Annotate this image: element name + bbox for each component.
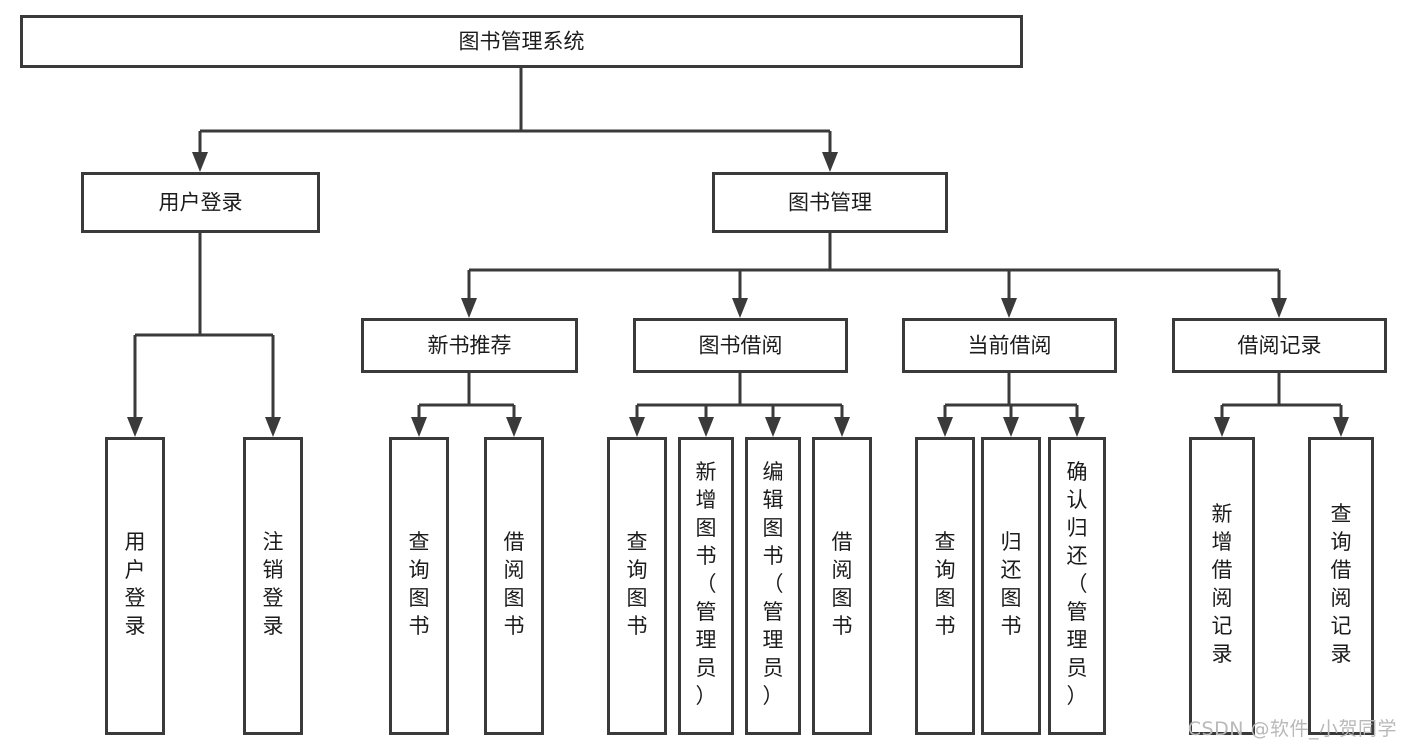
node-leaf-query-book-3[interactable]: 查询图书	[915, 437, 975, 735]
node-label-new-book-rec: 新书推荐	[428, 334, 512, 358]
node-label-root: 图书管理系统	[459, 30, 585, 54]
node-leaf-borrow-book-2[interactable]: 借阅图书	[812, 437, 872, 735]
node-label-leaf-borrow-book-1: 借阅图书	[504, 530, 525, 638]
node-leaf-add-record[interactable]: 新增借阅记录	[1189, 437, 1255, 735]
node-box-leaf-logout[interactable]	[243, 437, 303, 735]
node-box-leaf-return-book[interactable]	[981, 437, 1041, 735]
node-label-leaf-query-book-3: 查询图书	[935, 530, 956, 638]
arrow-head-icon	[629, 417, 645, 437]
arrow-head-icon	[192, 152, 208, 172]
node-label-leaf-add-book: 新增图书（管理员）	[696, 460, 717, 708]
node-user-login[interactable]: 用户登录	[81, 172, 320, 233]
node-leaf-user-login[interactable]: 用户登录	[105, 437, 165, 735]
node-box-leaf-add-record[interactable]	[1189, 437, 1255, 735]
node-label-leaf-logout: 注销登录	[263, 530, 284, 638]
node-label-book-manage: 图书管理	[788, 191, 872, 215]
node-box-leaf-borrow-book-1[interactable]	[484, 437, 544, 735]
node-book-borrow[interactable]: 图书借阅	[633, 318, 848, 373]
arrow-head-icon	[411, 417, 427, 437]
node-leaf-edit-book[interactable]: 编辑图书（管理员）	[745, 437, 801, 735]
node-label-leaf-user-login: 用户登录	[125, 530, 146, 638]
arrow-head-icon	[1069, 417, 1085, 437]
edge-group-book-borrow-to-leaves	[629, 373, 850, 437]
arrow-head-icon	[937, 417, 953, 437]
node-book-manage[interactable]: 图书管理	[712, 172, 948, 233]
node-leaf-add-book[interactable]: 新增图书（管理员）	[678, 437, 734, 735]
arrow-head-icon	[461, 298, 477, 318]
node-box-current-borrow[interactable]	[902, 318, 1117, 373]
node-label-leaf-query-book-2: 查询图书	[627, 530, 648, 638]
node-box-leaf-query-record[interactable]	[1308, 437, 1374, 735]
edges-layer	[127, 68, 1349, 437]
node-box-borrow-record[interactable]	[1172, 318, 1387, 373]
node-leaf-confirm-return[interactable]: 确认归还（管理员）	[1048, 437, 1106, 735]
node-box-leaf-add-book[interactable]	[678, 437, 734, 735]
node-box-user-login[interactable]	[81, 172, 320, 233]
node-borrow-record[interactable]: 借阅记录	[1172, 318, 1387, 373]
edge-group-current-borrow-to-leaves	[937, 373, 1085, 437]
node-label-user-login: 用户登录	[159, 191, 243, 215]
node-label-leaf-query-record: 查询借阅记录	[1331, 502, 1352, 666]
node-leaf-query-book-1[interactable]: 查询图书	[389, 437, 449, 735]
arrow-head-icon	[506, 417, 522, 437]
node-label-leaf-edit-book: 编辑图书（管理员）	[763, 460, 784, 708]
arrow-head-icon	[127, 417, 143, 437]
node-label-current-borrow: 当前借阅	[968, 334, 1052, 358]
edge-group-root-to-level2	[192, 68, 838, 172]
edge-group-user-login-to-leaves	[127, 233, 281, 437]
node-box-leaf-user-login[interactable]	[105, 437, 165, 735]
csdn-watermark: CSDN @软件_小贺同学	[1187, 718, 1397, 740]
arrow-head-icon	[732, 298, 748, 318]
node-box-root[interactable]	[20, 15, 1023, 68]
arrow-head-icon	[1214, 417, 1230, 437]
node-box-leaf-edit-book[interactable]	[745, 437, 801, 735]
node-box-book-borrow[interactable]	[633, 318, 848, 373]
node-box-leaf-query-book-1[interactable]	[389, 437, 449, 735]
edge-group-borrow-record-to-leaves	[1214, 373, 1349, 437]
arrow-head-icon	[1333, 417, 1349, 437]
node-label-leaf-confirm-return: 确认归还（管理员）	[1067, 460, 1088, 708]
arrow-head-icon	[265, 417, 281, 437]
node-label-leaf-query-book-1: 查询图书	[409, 530, 430, 638]
arrow-head-icon	[1001, 298, 1017, 318]
node-leaf-logout[interactable]: 注销登录	[243, 437, 303, 735]
arrow-head-icon	[1271, 298, 1287, 318]
node-label-book-borrow: 图书借阅	[699, 334, 783, 358]
arrow-head-icon	[765, 417, 781, 437]
node-label-leaf-add-record: 新增借阅记录	[1212, 502, 1233, 666]
node-label-borrow-record: 借阅记录	[1238, 334, 1322, 358]
node-label-leaf-return-book: 归还图书	[1001, 530, 1022, 638]
edge-group-book-manage-to-level3	[461, 233, 1287, 318]
node-label-leaf-borrow-book-2: 借阅图书	[832, 530, 853, 638]
node-new-book-rec[interactable]: 新书推荐	[361, 318, 578, 373]
node-leaf-borrow-book-1[interactable]: 借阅图书	[484, 437, 544, 735]
node-box-book-manage[interactable]	[712, 172, 948, 233]
node-box-leaf-query-book-2[interactable]	[607, 437, 667, 735]
arrow-head-icon	[822, 152, 838, 172]
node-box-new-book-rec[interactable]	[361, 318, 578, 373]
arrow-head-icon	[698, 417, 714, 437]
arrow-head-icon	[834, 417, 850, 437]
node-leaf-return-book[interactable]: 归还图书	[981, 437, 1041, 735]
node-current-borrow[interactable]: 当前借阅	[902, 318, 1117, 373]
node-box-leaf-borrow-book-2[interactable]	[812, 437, 872, 735]
nodes-layer: 图书管理系统用户登录图书管理新书推荐图书借阅当前借阅借阅记录用户登录注销登录查询…	[20, 15, 1387, 735]
node-box-leaf-confirm-return[interactable]	[1048, 437, 1106, 735]
node-box-leaf-query-book-3[interactable]	[915, 437, 975, 735]
node-root[interactable]: 图书管理系统	[20, 15, 1023, 68]
arrow-head-icon	[1003, 417, 1019, 437]
node-leaf-query-record[interactable]: 查询借阅记录	[1308, 437, 1374, 735]
edge-group-new-book-rec-to-leaves	[411, 373, 522, 437]
node-leaf-query-book-2[interactable]: 查询图书	[607, 437, 667, 735]
